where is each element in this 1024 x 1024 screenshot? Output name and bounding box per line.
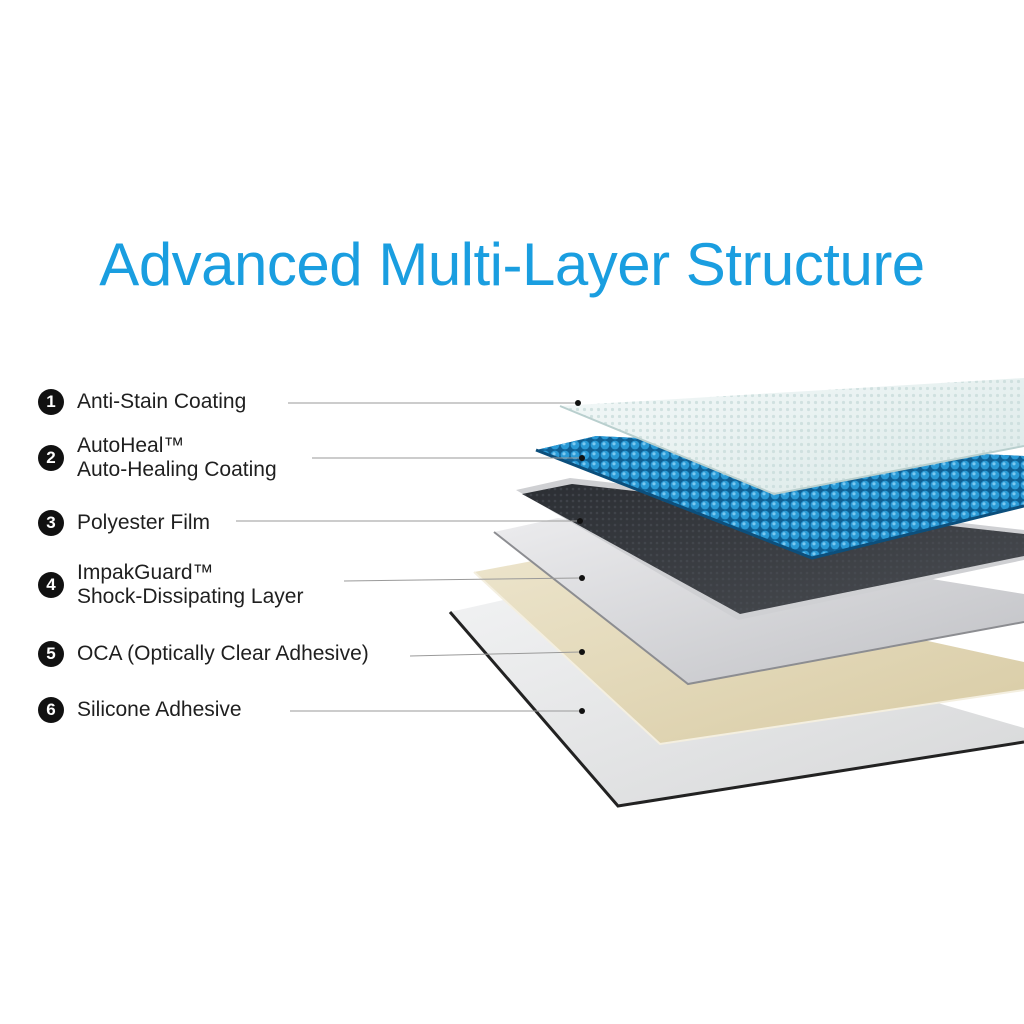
- layer-anti-stain: [559, 378, 1024, 496]
- number-badge: 6: [38, 697, 64, 723]
- page-title: Advanced Multi-Layer Structure: [99, 231, 925, 298]
- leader-line-4: [343, 577, 581, 582]
- layer-label-5: 5 OCA (Optically Clear Adhesive): [38, 641, 369, 667]
- layer-name: ImpakGuard™: [77, 561, 214, 584]
- layer-label-1: 1 Anti-Stain Coating: [38, 389, 246, 415]
- leader-dot-6: [579, 708, 585, 714]
- number-badge: 3: [38, 510, 64, 536]
- layer-polyester-film: [516, 478, 1024, 620]
- number-badge: 2: [38, 445, 64, 471]
- layer-label-2: 2 AutoHeal™ Auto-Healing Coating: [38, 434, 277, 482]
- leader-dot-3: [577, 518, 583, 524]
- layer-description: Shock-Dissipating Layer: [77, 585, 304, 608]
- layer-description: Auto-Healing Coating: [77, 458, 277, 481]
- leader-dot-1: [575, 400, 581, 406]
- number-badge: 1: [38, 389, 64, 415]
- number-badge: 5: [38, 641, 64, 667]
- leader-lines: [236, 402, 581, 712]
- leader-dot-4: [579, 575, 585, 581]
- layer-label-3: 3 Polyester Film: [38, 510, 210, 536]
- layer-label-6: 6 Silicone Adhesive: [38, 697, 242, 723]
- leader-dot-2: [579, 455, 585, 461]
- number-badge: 4: [38, 572, 64, 598]
- layer-name: Anti-Stain Coating: [77, 390, 247, 413]
- layer-name: Polyester Film: [77, 511, 211, 534]
- leader-line-5: [409, 651, 581, 657]
- layer-name: AutoHeal™: [77, 434, 185, 457]
- layer-name: OCA (Optically Clear Adhesive): [77, 642, 369, 665]
- layer-name: Silicone Adhesive: [77, 698, 242, 721]
- leader-dots: [575, 400, 585, 714]
- leader-dot-5: [579, 649, 585, 655]
- layer-label-4: 4 ImpakGuard™ Shock-Dissipating Layer: [38, 561, 303, 609]
